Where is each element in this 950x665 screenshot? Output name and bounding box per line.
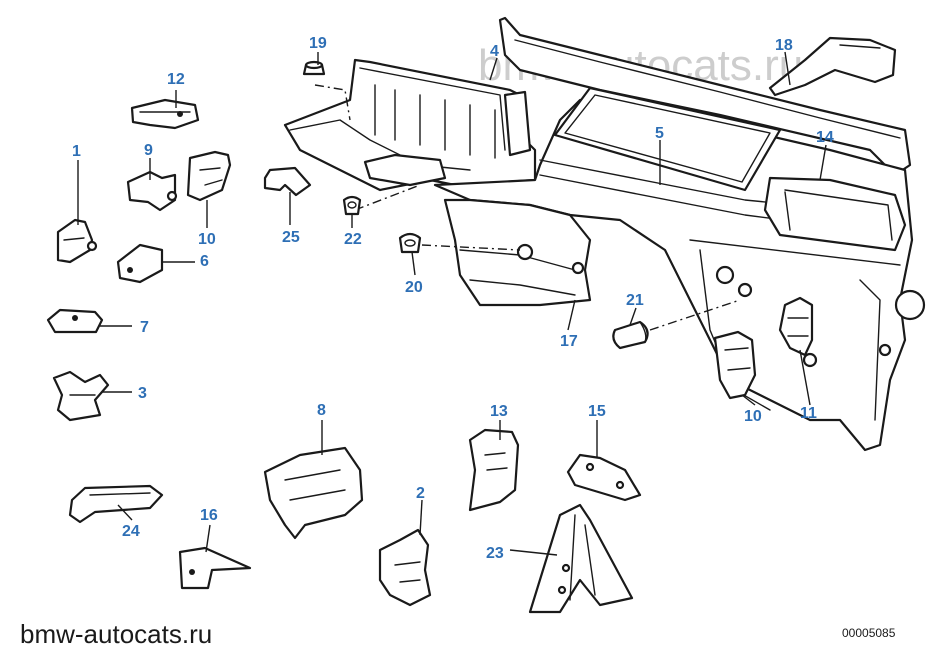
part-1-bracket: [56, 218, 98, 264]
part-10-bracket-left: [186, 150, 232, 202]
part-2-bracket: [378, 528, 432, 607]
callout-25: 25: [282, 229, 300, 246]
part-6-plate: [116, 243, 164, 284]
part-22-plug: [342, 195, 362, 216]
part-8-bracket: [263, 446, 364, 540]
callout-18: 18: [775, 37, 793, 54]
callout-10-left: 10: [198, 231, 216, 248]
part-10-bracket-right: [713, 330, 757, 400]
part-19-grommet: [302, 60, 326, 76]
part-9-bracket: [126, 170, 178, 212]
firewall-opening: [553, 86, 782, 192]
plenum-recess: [363, 153, 447, 187]
firewall-hole-5: [802, 352, 818, 368]
part-13-bracket: [468, 428, 520, 512]
callout-12: 12: [167, 71, 185, 88]
assembly-line-22: [354, 184, 421, 211]
part-21-cap: [612, 320, 649, 350]
tunnel-hole: [516, 243, 534, 261]
callout-13: 13: [490, 403, 508, 420]
callout-11: 11: [800, 405, 817, 422]
cowl-top-strip: [498, 16, 912, 177]
callout-16: 16: [200, 507, 218, 524]
right-duct-box: [763, 176, 907, 252]
bulkhead-assembly: [283, 16, 926, 452]
leader-lines: [77, 51, 827, 556]
right-duct-edge: [784, 189, 893, 241]
firewall-hole-1: [715, 265, 735, 285]
firewall-hole-4: [737, 282, 753, 298]
part-7-clip: [46, 308, 104, 334]
callout-9: 9: [144, 142, 153, 159]
callout-6: 6: [200, 253, 209, 270]
part-11-bracket: [778, 296, 814, 357]
part-18-strip: [768, 36, 897, 97]
firewall-opening-inner: [564, 94, 771, 183]
part-20-plug: [398, 232, 422, 254]
callout-14: 14: [816, 129, 834, 146]
callout-8: 8: [317, 402, 326, 419]
callout-20: 20: [405, 279, 423, 296]
callout-22: 22: [344, 231, 362, 248]
part-23-gusset: [528, 503, 634, 614]
callout-17: 17: [560, 333, 578, 350]
watermark-bottom: bmw-autocats.ru: [20, 619, 212, 649]
callout-23: 23: [486, 545, 504, 562]
callout-labels: 1 9 12 10 6 7 3 24 16 8 2 13 15 23 25 22…: [72, 35, 834, 562]
part-15-bracket: [566, 453, 642, 502]
part-24-bracket: [68, 484, 164, 524]
cowl-crease: [514, 39, 901, 139]
part-25-bracket: [263, 166, 312, 197]
assembly-line-21: [649, 299, 741, 331]
callout-1: 1: [72, 143, 81, 160]
plenum-top-edge: [359, 67, 506, 151]
callout-7: 7: [140, 319, 149, 336]
plenum-side-flange: [503, 90, 532, 157]
reference-code: 00005085: [842, 626, 896, 640]
part-16-bracket: [178, 546, 252, 590]
callout-4: 4: [490, 43, 499, 60]
callout-15: 15: [588, 403, 606, 420]
callout-21: 21: [626, 292, 644, 309]
firewall-hole-3: [878, 343, 892, 357]
firewall-hole-2: [894, 289, 926, 321]
part-3-clip: [52, 370, 110, 422]
part-12-bracket: [130, 98, 200, 130]
callout-10-right: 10: [744, 408, 762, 425]
callout-24: 24: [122, 523, 140, 540]
assembly-line-20: [421, 244, 521, 251]
callout-3: 3: [138, 385, 147, 402]
plenum-ribs: [374, 84, 496, 159]
tunnel-hole-small: [571, 261, 585, 275]
callout-5: 5: [655, 125, 664, 142]
callout-2: 2: [416, 485, 425, 502]
callout-19: 19: [309, 35, 327, 52]
